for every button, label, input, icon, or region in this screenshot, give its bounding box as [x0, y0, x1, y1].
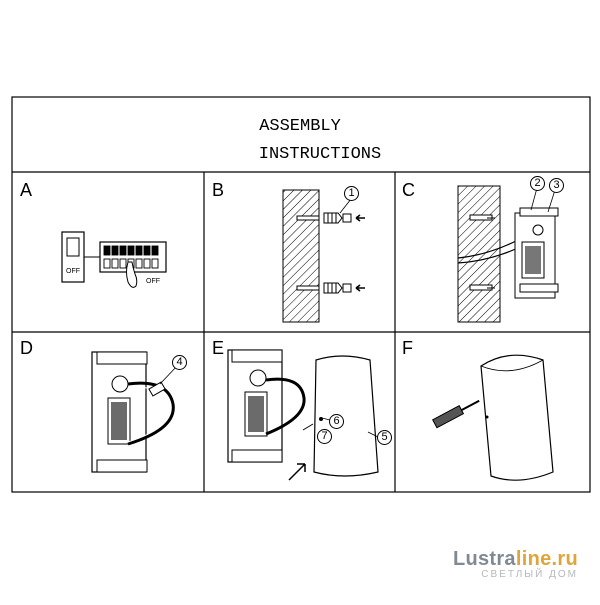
connector — [532, 224, 544, 236]
terminal-off-label: OFF — [146, 278, 160, 285]
callout-leader-2 — [530, 187, 538, 211]
panel-e-illustration — [227, 349, 379, 481]
driver-fill — [111, 402, 127, 440]
callout-6: 6 — [329, 414, 344, 429]
callout-leader-1 — [339, 198, 352, 214]
screwdriver — [302, 423, 314, 431]
panel-c-illustration — [457, 185, 559, 323]
callout-leader-3 — [547, 189, 556, 213]
arrow-left-icon — [355, 284, 365, 292]
panel-label-d: D — [20, 338, 33, 358]
lamp-cover — [313, 355, 379, 477]
screw — [485, 415, 489, 419]
wall-section — [282, 189, 320, 323]
callout-leader-5 — [367, 431, 379, 438]
driver-fill — [248, 396, 264, 432]
wire-loop — [265, 377, 306, 436]
callout-leader-6 — [321, 417, 331, 421]
panel-label-a: A — [20, 180, 33, 200]
panel-label-f: F — [402, 338, 413, 358]
drill-hole-bottom — [296, 285, 320, 291]
watermark-tagline: СВЕТЛЫЙ ДОМ — [481, 569, 578, 580]
callout-5: 5 — [377, 430, 392, 445]
plate-top — [96, 351, 148, 365]
plate-top — [231, 349, 283, 363]
panel-label-b: B — [212, 180, 225, 200]
wire-loop — [127, 381, 175, 446]
bracket-top — [519, 207, 559, 217]
arrow-up-right-icon — [288, 463, 306, 481]
connector — [249, 369, 267, 387]
watermark: Lustraline.ru СВЕТЛЫЙ ДОМ — [453, 548, 578, 580]
panel-b-illustration — [282, 189, 365, 323]
outer-frame — [11, 96, 591, 493]
panel-label-c: C — [402, 180, 415, 200]
arrow-left-icon — [355, 214, 365, 222]
lamp-top-edge — [480, 359, 544, 372]
plate-bottom — [96, 459, 148, 473]
screw — [319, 417, 323, 421]
title-line-2: INSTRUCTIONS — [258, 145, 382, 164]
drill-hole-top — [296, 215, 320, 221]
driver-fill — [525, 246, 541, 274]
watermark-brand-a: Lustra — [452, 548, 516, 570]
connector — [111, 375, 129, 393]
lamp-body — [480, 354, 554, 481]
callout-4: 4 — [172, 355, 187, 370]
wire-loop-inner — [127, 386, 170, 443]
screwdriver-icon — [432, 399, 480, 429]
panel-a-illustration — [61, 231, 167, 288]
callout-2: 2 — [530, 176, 545, 191]
wire — [457, 239, 519, 259]
anchor-bottom — [323, 282, 352, 294]
panel-f-illustration — [432, 354, 554, 481]
callout-1: 1 — [344, 186, 359, 201]
switch-off-label: OFF — [66, 268, 80, 275]
bracket-bottom — [519, 283, 559, 293]
switch-toggle — [66, 237, 80, 257]
plate-bottom — [231, 449, 283, 463]
wire — [457, 246, 521, 264]
panel-label-e: E — [212, 338, 225, 358]
title-line-1: ASSEMBLY — [259, 117, 341, 136]
anchor-top — [323, 212, 352, 224]
callout-3: 3 — [549, 178, 564, 193]
panel-d-illustration — [91, 351, 179, 473]
wire-connector — [148, 381, 166, 397]
watermark-brand: Lustraline.ru — [453, 548, 578, 571]
hand-icon — [126, 261, 138, 288]
callout-7: 7 — [317, 429, 332, 444]
watermark-brand-b: line.ru — [515, 548, 578, 570]
